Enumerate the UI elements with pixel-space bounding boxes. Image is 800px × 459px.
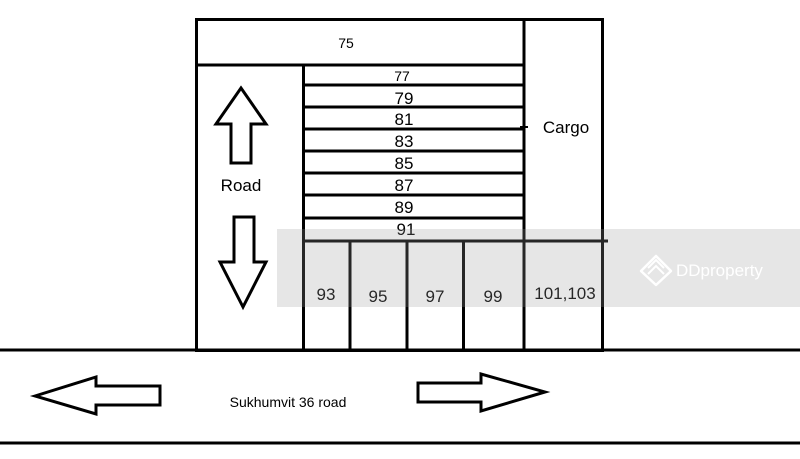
down-arrow-icon — [217, 215, 269, 311]
watermark-text: DDproperty — [676, 261, 763, 280]
row-lot-label: 81 — [395, 110, 414, 129]
main-road-label: Sukhumvit 36 road — [230, 394, 347, 410]
bottom-lot-label: 97 — [426, 287, 445, 306]
left-arrow-icon — [29, 374, 162, 417]
cargo-label: Cargo — [543, 118, 589, 137]
lot-label-75: 75 — [338, 35, 354, 51]
right-arrow-icon — [416, 372, 551, 414]
bottom-lot-label: 101,103 — [534, 284, 595, 303]
row-lot-label: 89 — [395, 198, 414, 217]
bottom-lot-label: 95 — [369, 287, 388, 306]
row-lot-label: 83 — [395, 132, 414, 151]
house-logo-icon — [639, 254, 673, 287]
up-arrow-icon — [213, 85, 269, 165]
row-lot-label: 77 — [394, 68, 410, 84]
bottom-lot-lines — [348, 241, 465, 350]
row-lot-label: 87 — [395, 176, 414, 195]
bottom-lot-label: 93 — [317, 285, 336, 304]
bottom-lot-label: 99 — [484, 287, 503, 306]
watermark-band — [277, 229, 800, 307]
row-lot-label: 91 — [397, 220, 416, 239]
row-lot-lines — [303, 83, 608, 243]
row-lot-label: 79 — [395, 89, 414, 108]
side-road-label: Road — [221, 176, 262, 195]
row-lot-label: 85 — [395, 154, 414, 173]
